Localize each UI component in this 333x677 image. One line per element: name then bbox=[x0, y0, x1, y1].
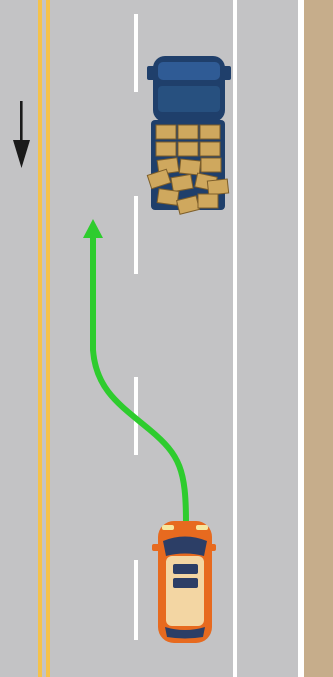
yellow-line-right bbox=[46, 0, 50, 677]
yellow-line-left bbox=[38, 0, 42, 677]
curb-white-edge bbox=[298, 0, 304, 677]
lane-dash bbox=[134, 14, 138, 92]
white-edge-line bbox=[233, 0, 237, 677]
lane-dash bbox=[134, 196, 138, 274]
dirt-shoulder bbox=[304, 0, 333, 677]
cargo-truck-icon bbox=[147, 56, 231, 214]
road-surface bbox=[0, 0, 300, 677]
cargo-boxes bbox=[147, 125, 228, 214]
lane-dash bbox=[134, 560, 138, 640]
orange-car-icon bbox=[152, 521, 216, 643]
